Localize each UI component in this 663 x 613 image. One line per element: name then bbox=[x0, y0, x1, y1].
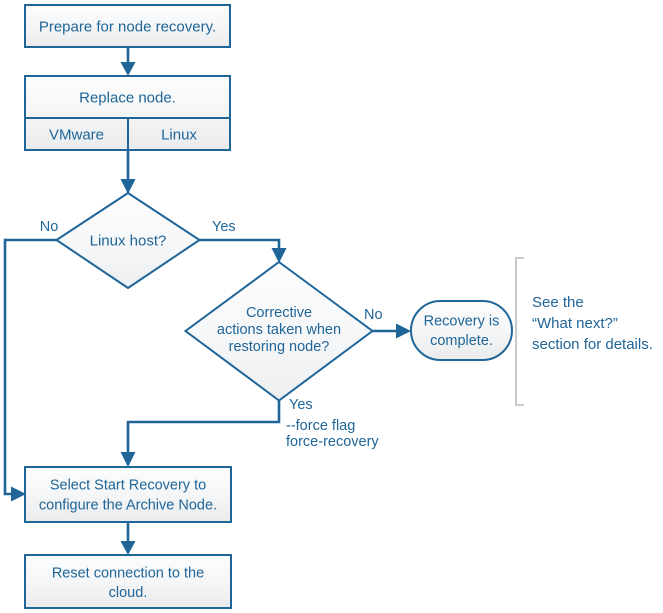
connector-corrective-no bbox=[372, 323, 411, 339]
node-corrective-line2: actions taken when bbox=[217, 322, 341, 338]
node-prepare-label: Prepare for node recovery. bbox=[39, 19, 216, 36]
note-line-1: See the bbox=[532, 294, 584, 311]
node-select-start-recovery[interactable]: Select Start Recovery to configure the A… bbox=[24, 466, 232, 523]
connector-corrective-yes bbox=[120, 400, 281, 467]
node-corrective-line3: restoring node? bbox=[229, 339, 330, 355]
edge-label-corrective-force-recovery: force-recovery bbox=[286, 434, 379, 450]
note-bracket bbox=[515, 257, 524, 406]
connector-select-to-reset bbox=[120, 522, 136, 555]
node-linux-host-label: Linux host? bbox=[90, 233, 167, 250]
edge-label-corrective-force-flag: --force flag bbox=[286, 418, 355, 434]
note-line-3: section for details. bbox=[532, 336, 653, 353]
node-select-start-recovery-line1: Select Start Recovery to bbox=[50, 478, 206, 494]
node-reset-connection-line2: cloud. bbox=[109, 585, 148, 601]
node-corrective-actions-decision[interactable]: Corrective actions taken when restoring … bbox=[183, 260, 375, 402]
node-replace-label: Replace node. bbox=[79, 90, 176, 107]
node-replace-option-linux[interactable]: Linux bbox=[161, 127, 197, 144]
edge-label-corrective-no: No bbox=[364, 307, 383, 323]
node-select-start-recovery-line2: configure the Archive Node. bbox=[39, 498, 217, 514]
edge-label-linux-host-no: No bbox=[40, 219, 59, 235]
node-reset-connection-line1: Reset connection to the bbox=[52, 566, 204, 582]
connector-linux-host-no bbox=[3, 238, 63, 502]
note-line-2: “What next?” bbox=[532, 315, 618, 332]
node-recovery-complete-line2: complete. bbox=[430, 333, 493, 349]
connector-prepare-to-replace bbox=[120, 47, 136, 76]
node-reset-connection[interactable]: Reset connection to the cloud. bbox=[24, 554, 232, 609]
edge-label-corrective-yes: Yes bbox=[289, 397, 313, 413]
node-replace-option-vmware[interactable]: VMware bbox=[49, 127, 104, 144]
node-recovery-complete[interactable]: Recovery is complete. bbox=[410, 300, 513, 361]
connector-linux-host-yes bbox=[199, 238, 287, 263]
edge-label-linux-host-yes: Yes bbox=[212, 219, 236, 235]
node-replace-node[interactable]: Replace node. VMware Linux bbox=[24, 75, 231, 151]
node-corrective-line1: Corrective bbox=[246, 305, 312, 321]
note-what-next: See the “What next?” section for details… bbox=[532, 294, 653, 353]
node-linux-host-decision[interactable]: Linux host? bbox=[54, 191, 202, 290]
node-prepare-for-node-recovery[interactable]: Prepare for node recovery. bbox=[24, 4, 231, 48]
node-recovery-complete-line1: Recovery is bbox=[424, 314, 500, 330]
connector-replace-to-linux-host bbox=[120, 150, 136, 194]
